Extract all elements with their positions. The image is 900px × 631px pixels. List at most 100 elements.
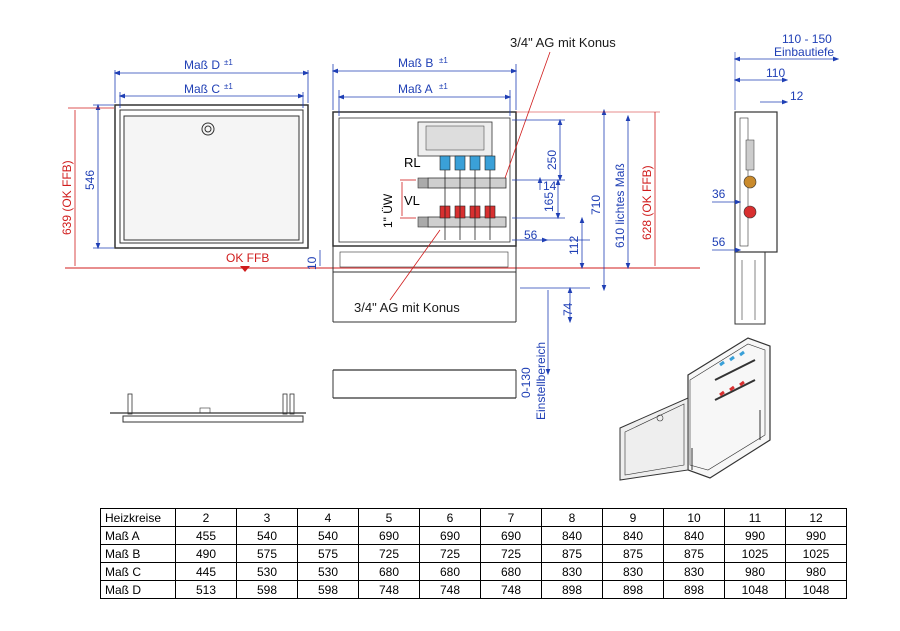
dimension-chain-right [512,118,590,324]
dimension-710-610-628: 710 610 lichtes Maß 628 (OK FFB) [516,108,660,292]
table-row-header: Maß A [100,526,176,545]
table-cell: 830 [541,562,603,581]
table-row-header: Maß C [100,562,176,581]
table-cell: 690 [480,526,542,545]
table-cell: 725 [358,544,420,563]
table-cell: 875 [541,544,603,563]
svg-text:±1: ±1 [224,82,233,91]
table-cell: 875 [602,544,664,563]
table-cell: 4 [297,508,359,527]
svg-text:3/4" AG mit Konus: 3/4" AG mit Konus [510,35,616,50]
table-cell: 12 [785,508,847,527]
table-cell: 875 [663,544,725,563]
svg-text:1" ÜW: 1" ÜW [381,193,395,228]
table-cell: 748 [358,580,420,599]
table-cell: 830 [602,562,664,581]
label-mass-a: Maß A [398,82,433,96]
svg-text:56: 56 [712,235,726,249]
table-cell: 2 [175,508,237,527]
table-cell: 8 [541,508,603,527]
table-cell: 575 [297,544,359,563]
rl-vl-labels: RL VL 1" ÜW [381,155,421,228]
svg-text:OK FFB: OK FFB [226,251,269,265]
svg-text:±1: ±1 [224,58,233,67]
top-view-left [110,393,306,423]
table-cell: 990 [785,526,847,545]
table-cell: 540 [236,526,298,545]
table-cell: 980 [785,562,847,581]
table-cell: 513 [175,580,237,599]
table-cell: 680 [480,562,542,581]
table-cell: 690 [419,526,481,545]
table-cell: 10 [663,508,725,527]
table-cell: 598 [236,580,298,599]
svg-text:VL: VL [404,193,420,208]
table-cell: 980 [724,562,786,581]
table-cell: 840 [541,526,603,545]
table-cell: 530 [236,562,298,581]
table-cell: 725 [419,544,481,563]
ag-konus-bottom: 3/4" AG mit Konus [354,229,460,315]
isometric-view [619,337,771,481]
svg-text:74: 74 [561,302,575,316]
svg-text:36: 36 [712,187,726,201]
table-cell: 1025 [724,544,786,563]
svg-text:±1: ±1 [439,82,448,91]
table-cell: 7 [480,508,542,527]
table-cell: 455 [175,526,237,545]
table-cell: 840 [602,526,664,545]
svg-text:165: 165 [542,192,556,212]
svg-text:0-130: 0-130 [519,367,533,398]
table-cell: 1048 [785,580,847,599]
table-cell: 3 [236,508,298,527]
floor-line-ok-ffb: OK FFB [65,251,700,272]
dimension-639-ok-ffb: 639 (OK FFB) [60,107,114,266]
table-cell: 898 [541,580,603,599]
table-cell: 530 [297,562,359,581]
svg-text:710: 710 [589,195,603,215]
table-cell: 680 [358,562,420,581]
side-view [734,111,778,325]
svg-text:12: 12 [790,89,804,103]
svg-text:14: 14 [543,179,557,193]
svg-text:Einbautiefe: Einbautiefe [774,45,834,59]
front-view-open [332,111,517,323]
table-cell: 898 [663,580,725,599]
label-mass-d: Maß D [184,58,220,72]
svg-text:112: 112 [567,236,581,255]
label-mass-c: Maß C [184,82,220,96]
table-cell: 1025 [785,544,847,563]
table-cell: 445 [175,562,237,581]
table-cell: 725 [480,544,542,563]
einstellbereich-dimension: 0-130 Einstellbereich [519,290,551,420]
svg-text:±1: ±1 [439,56,448,65]
dimension-a: Maß A ±1 [337,82,512,116]
table-cell: 898 [602,580,664,599]
svg-text:Einstellbereich: Einstellbereich [534,342,548,420]
front-view-closed [114,104,309,249]
dimension-546: 546 [83,103,114,250]
svg-text:110 - 150: 110 - 150 [782,32,832,46]
dimension-d: Maß D ±1 [113,58,310,103]
label-mass-b: Maß B [398,56,433,70]
table-cell: 680 [419,562,481,581]
technical-drawing: Maß D ±1 Maß C ±1 546 639 (OK FFB) OK FF… [60,32,840,481]
table-cell: 6 [419,508,481,527]
svg-text:RL: RL [404,155,421,170]
table-cell: 540 [297,526,359,545]
table-cell: 990 [724,526,786,545]
table-cell: 748 [419,580,481,599]
table-cell: 490 [175,544,237,563]
table-cell: 9 [602,508,664,527]
table-cell: 748 [480,580,542,599]
table-row-header: Maß B [100,544,176,563]
table-cell: 575 [236,544,298,563]
table-cell: 1048 [724,580,786,599]
svg-text:546: 546 [83,170,97,190]
